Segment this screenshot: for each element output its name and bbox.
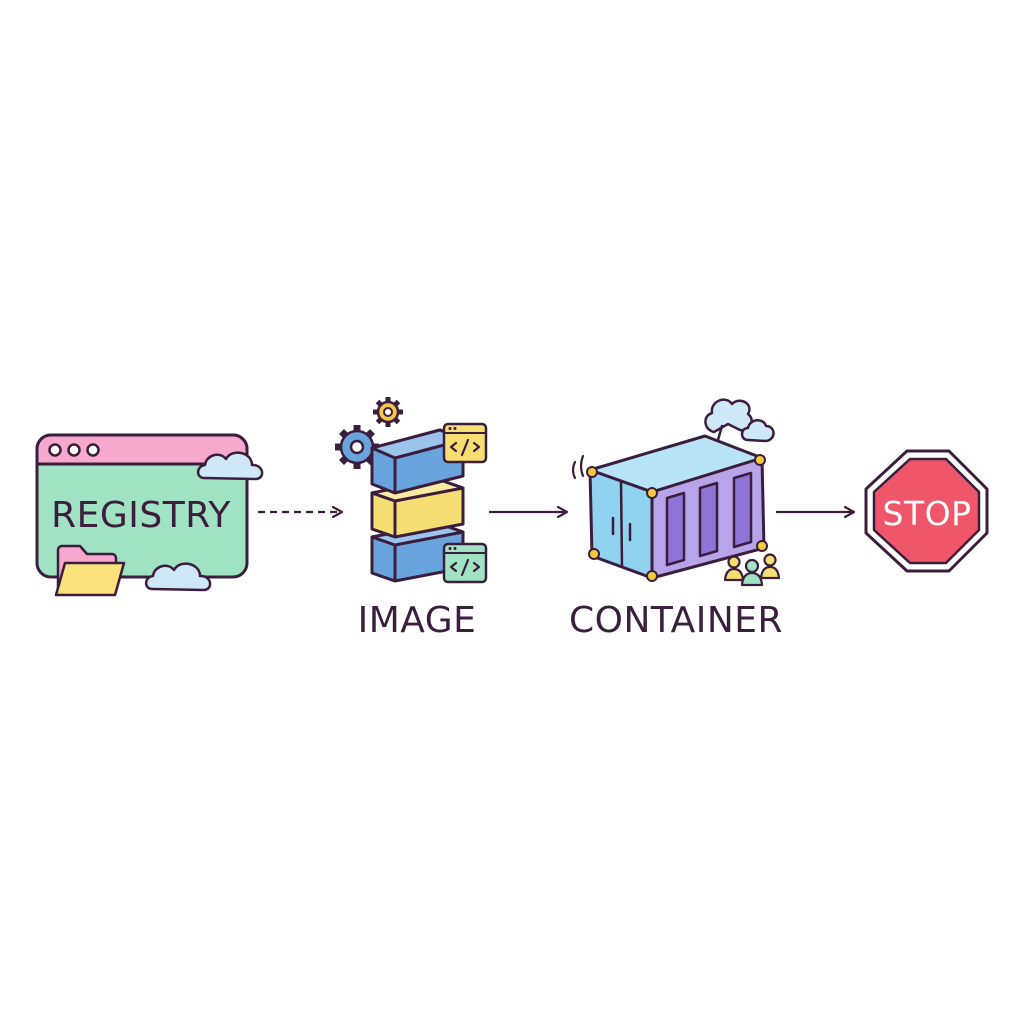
steam-icon [704,398,775,443]
gear-icon [335,425,379,469]
stop-label: STOP [883,494,972,533]
registry-node: REGISTRY [35,433,264,597]
cloud-icon [196,451,264,481]
gear-icon [373,397,403,427]
container-panels [665,471,753,567]
folder-icon [54,544,126,597]
window-dots-icon [48,443,100,457]
code-icon [442,542,488,584]
stop-sign-icon: STOP [864,449,989,573]
registry-label: REGISTRY [51,495,231,536]
container-label: CONTAINER [569,600,783,641]
code-icon [442,422,488,464]
motion-lines-icon [571,454,585,480]
container-node: CONTAINER [569,398,783,641]
people-icon [723,553,781,587]
image-layer-top [370,428,465,495]
container-corners [586,454,768,582]
image-node: IMAGE [335,397,488,641]
image-label: IMAGE [358,600,477,641]
cloud-icon [144,562,212,592]
